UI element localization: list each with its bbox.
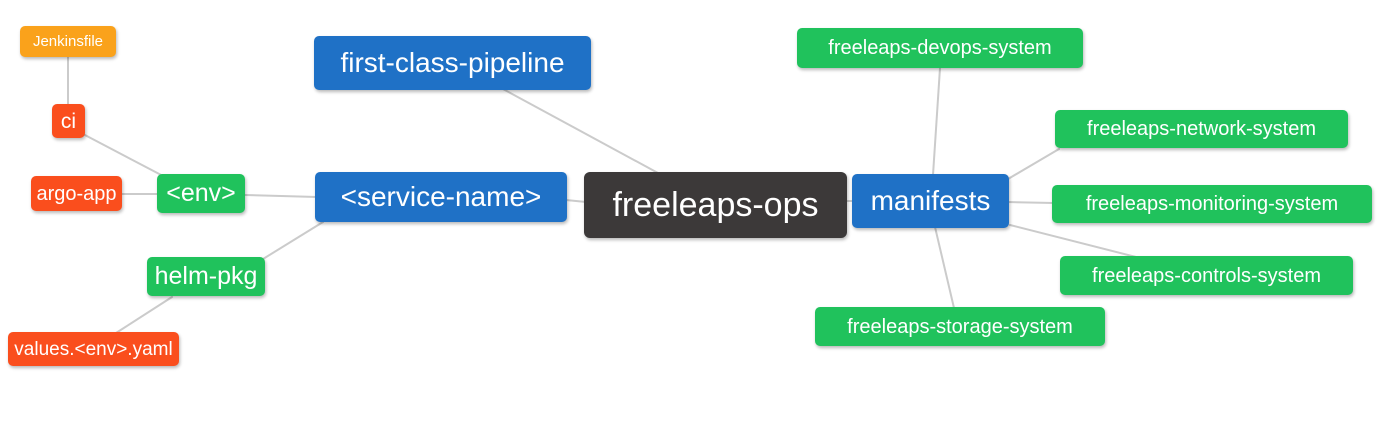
- node-freeleaps-monitoring-system[interactable]: freeleaps-monitoring-system: [1052, 185, 1372, 223]
- edge-manifests-network: [1007, 148, 1060, 180]
- edge-values-helm-pkg: [115, 296, 173, 334]
- node-freeleaps-controls-system[interactable]: freeleaps-controls-system: [1060, 256, 1353, 295]
- node-argo-app[interactable]: argo-app: [31, 176, 122, 211]
- node-helm-pkg[interactable]: helm-pkg: [147, 257, 265, 296]
- edge-helm-pkg-service-name: [262, 221, 324, 260]
- edge-service-name-root: [565, 199, 587, 203]
- edge-manifests-devops: [932, 67, 941, 176]
- node-values-env-yaml[interactable]: values.<env>.yaml: [8, 332, 179, 366]
- edge-env-service-name: [244, 194, 318, 198]
- edge-manifests-storage: [934, 226, 955, 309]
- node-freeleaps-network-system[interactable]: freeleaps-network-system: [1055, 110, 1348, 148]
- edge-ci-env: [82, 133, 166, 178]
- node-env[interactable]: <env>: [157, 174, 245, 213]
- node-service-name[interactable]: <service-name>: [315, 172, 567, 222]
- node-freeleaps-storage-system[interactable]: freeleaps-storage-system: [815, 307, 1105, 346]
- edge-manifests-controls: [1009, 224, 1137, 258]
- edge-pipeline-root: [502, 88, 659, 174]
- edge-manifests-monitoring: [1006, 201, 1055, 204]
- node-jenkinsfile[interactable]: Jenkinsfile: [20, 26, 116, 57]
- node-ci[interactable]: ci: [52, 104, 85, 138]
- node-first-class-pipeline[interactable]: first-class-pipeline: [314, 36, 591, 90]
- node-manifests[interactable]: manifests: [852, 174, 1009, 228]
- node-freeleaps-devops-system[interactable]: freeleaps-devops-system: [797, 28, 1083, 68]
- node-root-freeleaps-ops[interactable]: freeleaps-ops: [584, 172, 847, 238]
